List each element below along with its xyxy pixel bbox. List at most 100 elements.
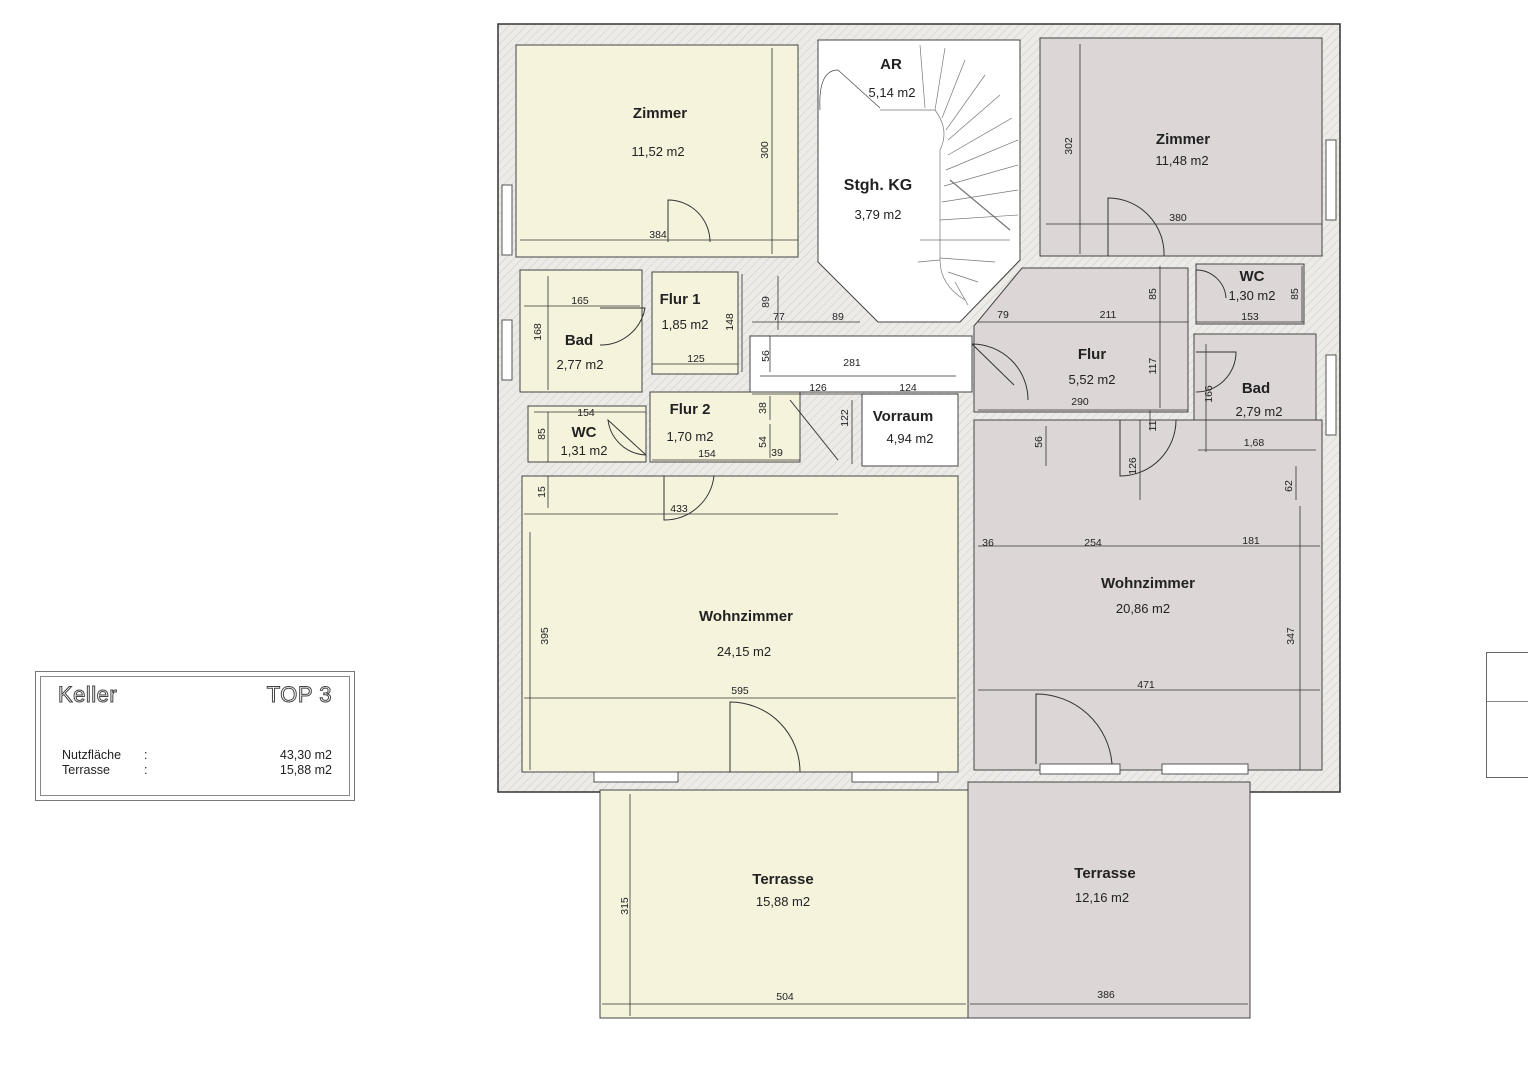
label-stgh-kg: Stgh. KG xyxy=(844,177,912,194)
room-wohnzimmer-left xyxy=(521,475,959,773)
dim-label: 36 xyxy=(982,537,994,549)
title-block-divider xyxy=(1487,701,1528,702)
dim-label: 380 xyxy=(1169,212,1187,224)
dim-label: 595 xyxy=(731,685,749,697)
label-bad-left: Bad xyxy=(565,332,593,349)
legend-title-top: TOP 3 xyxy=(266,682,332,708)
area-zimmer-right: 11,48 m2 xyxy=(1155,153,1208,168)
legend-value: 43,30 m2 xyxy=(279,748,332,762)
room-terrasse-left xyxy=(599,789,969,1019)
label-zimmer-right: Zimmer xyxy=(1156,131,1210,148)
dim-label: 347 xyxy=(1285,627,1297,645)
dim-label: 56 xyxy=(1033,436,1045,448)
dim-label: 54 xyxy=(757,436,769,448)
dim-label: 471 xyxy=(1137,679,1155,691)
staircase xyxy=(819,44,1019,306)
area-flur-right: 5,52 m2 xyxy=(1069,372,1116,387)
dim-label: 124 xyxy=(899,382,917,394)
dim-label: 89 xyxy=(832,311,844,323)
legend-label: Nutzfläche xyxy=(62,748,122,762)
dim-label: 11 xyxy=(1147,420,1159,431)
dim-label: 166 xyxy=(1203,385,1215,403)
dim-label: 395 xyxy=(539,627,551,645)
area-bad-left: 2,77 m2 xyxy=(557,357,604,372)
dim-label: 254 xyxy=(1084,537,1102,549)
label-wohnzimmer-left: Wohnzimmer xyxy=(699,608,793,625)
dim-label: 153 xyxy=(1241,311,1259,323)
dim-label: 315 xyxy=(619,897,631,915)
dim-label: 211 xyxy=(1100,309,1117,321)
area-flur2: 1,70 m2 xyxy=(667,429,714,444)
dim-label: 504 xyxy=(776,991,794,1003)
adjacent-title-block-fragment xyxy=(1486,652,1528,778)
dim-label: 39 xyxy=(771,447,783,459)
room-terrasse-right xyxy=(967,781,1251,1019)
center-area xyxy=(749,39,1021,467)
area-flur1: 1,85 m2 xyxy=(662,317,709,332)
dim-label: 384 xyxy=(649,229,667,241)
legend-title-keller: Keller xyxy=(57,682,118,708)
dim-label: 300 xyxy=(759,141,771,159)
dim-label: 302 xyxy=(1063,137,1075,155)
room-labels: Zimmer AR Stgh. KG Zimmer Flur 1 Bad Flu… xyxy=(565,56,1270,888)
dim-label: 125 xyxy=(687,353,705,365)
legend-value: 15,88 m2 xyxy=(279,763,332,777)
area-vorraum: 4,94 m2 xyxy=(887,431,934,446)
area-bad-right: 2,79 m2 xyxy=(1236,404,1283,419)
area-wohnzimmer-left: 24,15 m2 xyxy=(717,644,771,659)
room-flur1 xyxy=(651,271,739,375)
dim-label: 79 xyxy=(997,309,1009,321)
area-wc-right: 1,30 m2 xyxy=(1229,288,1276,303)
label-flur1: Flur 1 xyxy=(660,291,701,308)
dim-label: 281 xyxy=(843,357,861,369)
dim-label: 15 xyxy=(536,486,548,498)
dimension-labels: 300 384 302 380 165 168 148 125 89 77 89… xyxy=(532,137,1301,1003)
doors xyxy=(599,197,1237,773)
dim-label: 433 xyxy=(670,503,688,515)
legend-colon: : xyxy=(144,763,148,777)
label-flur-right: Flur xyxy=(1078,346,1106,363)
dim-label: 165 xyxy=(571,295,589,307)
area-terrasse-right: 12,16 m2 xyxy=(1075,890,1129,905)
area-stgh-kg: 3,79 m2 xyxy=(855,207,902,222)
label-zimmer-left: Zimmer xyxy=(633,105,687,122)
dim-label: 85 xyxy=(1147,288,1159,300)
dim-label: 38 xyxy=(757,402,769,414)
legend-box: Keller TOP 3 Nutzfläche : 43,30 m2 Terra… xyxy=(35,671,355,801)
dim-label: 85 xyxy=(1289,288,1301,300)
legend-frame xyxy=(40,676,350,796)
room-vorraum xyxy=(861,393,959,467)
dimension-lines xyxy=(520,44,1322,1016)
room-zimmer-left xyxy=(515,44,799,258)
dim-label: 1,68 xyxy=(1244,437,1265,449)
room-wc-right xyxy=(1195,263,1305,325)
corridor-center xyxy=(749,335,973,393)
area-terrasse-left: 15,88 m2 xyxy=(756,894,810,909)
dim-label: 386 xyxy=(1097,989,1115,1001)
dim-label: 168 xyxy=(532,323,544,341)
dim-label: 62 xyxy=(1283,480,1295,492)
room-bad-left xyxy=(519,269,643,393)
room-areas: 11,52 m2 5,14 m2 3,79 m2 11,48 m2 1,85 m… xyxy=(557,85,1283,909)
dim-label: 122 xyxy=(839,409,851,427)
dim-label: 126 xyxy=(809,382,827,394)
room-zimmer-right xyxy=(1039,37,1323,257)
label-terrasse-left: Terrasse xyxy=(752,871,813,888)
label-wohnzimmer-right: Wohnzimmer xyxy=(1101,575,1195,592)
label-bad-right: Bad xyxy=(1242,380,1270,397)
dim-label: 89 xyxy=(760,296,772,308)
dim-label: 85 xyxy=(536,428,548,440)
legend-label: Terrasse xyxy=(62,763,110,777)
label-wc-left: WC xyxy=(572,424,597,441)
area-ar: 5,14 m2 xyxy=(869,85,916,100)
dim-label: 126 xyxy=(1127,457,1139,475)
dim-label: 56 xyxy=(760,350,772,362)
dim-label: 181 xyxy=(1242,535,1260,547)
area-wc-left: 1,31 m2 xyxy=(561,443,608,458)
label-ar: AR xyxy=(880,56,902,73)
unit-left xyxy=(515,44,969,1019)
label-terrasse-right: Terrasse xyxy=(1074,865,1135,882)
dim-label: 154 xyxy=(577,407,595,419)
room-wohnzimmer-right xyxy=(973,419,1323,771)
unit-right xyxy=(967,37,1323,1019)
